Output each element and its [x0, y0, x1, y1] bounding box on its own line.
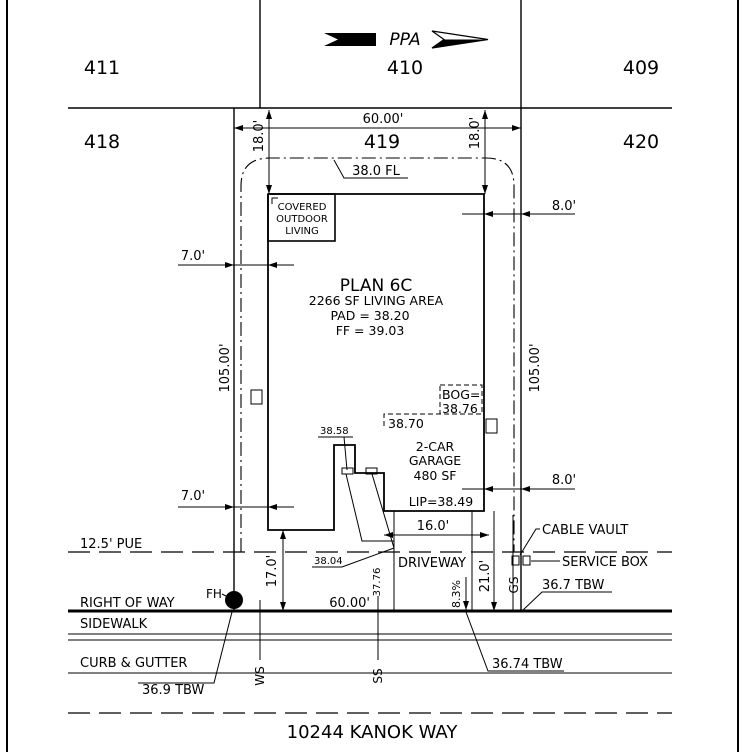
dim-side-right-top: 8.0'	[462, 199, 576, 217]
width-bottom-label: 60.00'	[329, 596, 370, 611]
tbw-right-label: 36.7 TBW	[542, 578, 604, 593]
sheet-frame	[6, 0, 739, 752]
side-left-top-label: 7.0'	[181, 249, 205, 264]
lot-409: 409	[623, 57, 659, 79]
dim-side-right-bottom: 8.0'	[462, 473, 576, 492]
tbw-left-label: 36.9 TBW	[142, 683, 204, 698]
front-left-label: 17.0'	[265, 555, 280, 588]
north-arrow-text: PPA	[389, 30, 420, 50]
front-right-label: 21.0'	[478, 560, 493, 593]
dim-front-left: 17.0'	[265, 530, 286, 611]
covered-line-1: COVERED	[278, 202, 327, 213]
cable-vault-box	[511, 555, 520, 566]
lot-418: 418	[84, 131, 120, 153]
gs-label: GS	[507, 577, 521, 594]
service-box	[522, 555, 531, 566]
garage-line-1: 2-CAR	[416, 439, 455, 454]
street-name: 10244 KANOK WAY	[287, 722, 459, 743]
dim-front-right: 21.0'	[478, 511, 497, 611]
driveway-label: DRIVEWAY	[398, 556, 466, 571]
north-arrow-icon: PPA	[324, 30, 489, 50]
ff-elev: FF = 39.03	[336, 323, 405, 338]
dim-width-top: 60.00'	[234, 112, 521, 131]
service-box-label: SERVICE BOX	[562, 555, 648, 570]
cable-vault-label: CABLE VAULT	[542, 523, 628, 538]
covered-line-3: LIVING	[285, 226, 319, 237]
fl-callout: 38.0 FL	[333, 159, 408, 179]
rear-left-label: 18.0'	[252, 120, 267, 153]
lot-lines	[68, 0, 672, 611]
slope-label: 8.3%	[450, 580, 463, 608]
depth-right-label: 105.00'	[528, 343, 543, 392]
rear-right-label: 18.0'	[468, 117, 483, 150]
garage-line-2: GARAGE	[409, 453, 461, 468]
setback-envelope	[240, 157, 515, 552]
dim-side-left-top: 7.0'	[178, 249, 294, 268]
tbw-mid-label: 36.74 TBW	[492, 657, 563, 672]
lot-419: 419	[364, 131, 400, 153]
lot-410: 410	[387, 57, 423, 79]
bog-label: BOG=	[442, 387, 480, 402]
pue-label: 12.5' PUE	[80, 537, 142, 552]
ws-label: WS	[253, 666, 267, 685]
dim-rear-right: 18.0'	[468, 110, 488, 194]
side-right-bottom-label: 8.0'	[552, 473, 576, 488]
utility-box-left	[250, 389, 263, 405]
lot-420: 420	[623, 131, 659, 153]
garage-elev: 38.70	[388, 416, 424, 431]
width-top-label: 60.00'	[363, 112, 404, 127]
utility-box-right	[485, 418, 498, 434]
side-left-bottom-label: 7.0'	[181, 489, 205, 504]
bog-value: 38.76	[442, 401, 478, 416]
fl-label: 38.0 FL	[352, 164, 401, 179]
porch-elev: 38.58	[320, 426, 349, 437]
elev-3776: 37.76	[372, 568, 383, 597]
fire-hydrant-icon	[225, 591, 243, 609]
fh-label: FH	[206, 587, 222, 601]
lot-411: 411	[84, 57, 120, 79]
curb-label: CURB & GUTTER	[80, 656, 187, 671]
living-area: 2266 SF LIVING AREA	[309, 293, 444, 308]
covered-line-2: OUTDOOR	[276, 214, 328, 225]
lip-elev: LIP=38.49	[409, 494, 473, 509]
driveway-width-label: 16.0'	[417, 519, 450, 534]
pad-elev: PAD = 38.20	[330, 308, 409, 323]
garage-line-3: 480 SF	[414, 468, 457, 483]
row-label: RIGHT OF WAY	[80, 596, 175, 611]
dim-side-left-bottom: 7.0'	[178, 489, 294, 510]
depth-left-label: 105.00'	[218, 343, 233, 392]
side-right-top-label: 8.0'	[552, 199, 576, 214]
plan-title: PLAN 6C	[340, 276, 413, 296]
dim-rear-left: 18.0'	[252, 110, 272, 194]
ss-label: SS	[371, 668, 385, 683]
house-footprint	[267, 193, 485, 531]
elev-3804: 38.04	[314, 556, 343, 567]
sidewalk-label: SIDEWALK	[80, 617, 148, 632]
